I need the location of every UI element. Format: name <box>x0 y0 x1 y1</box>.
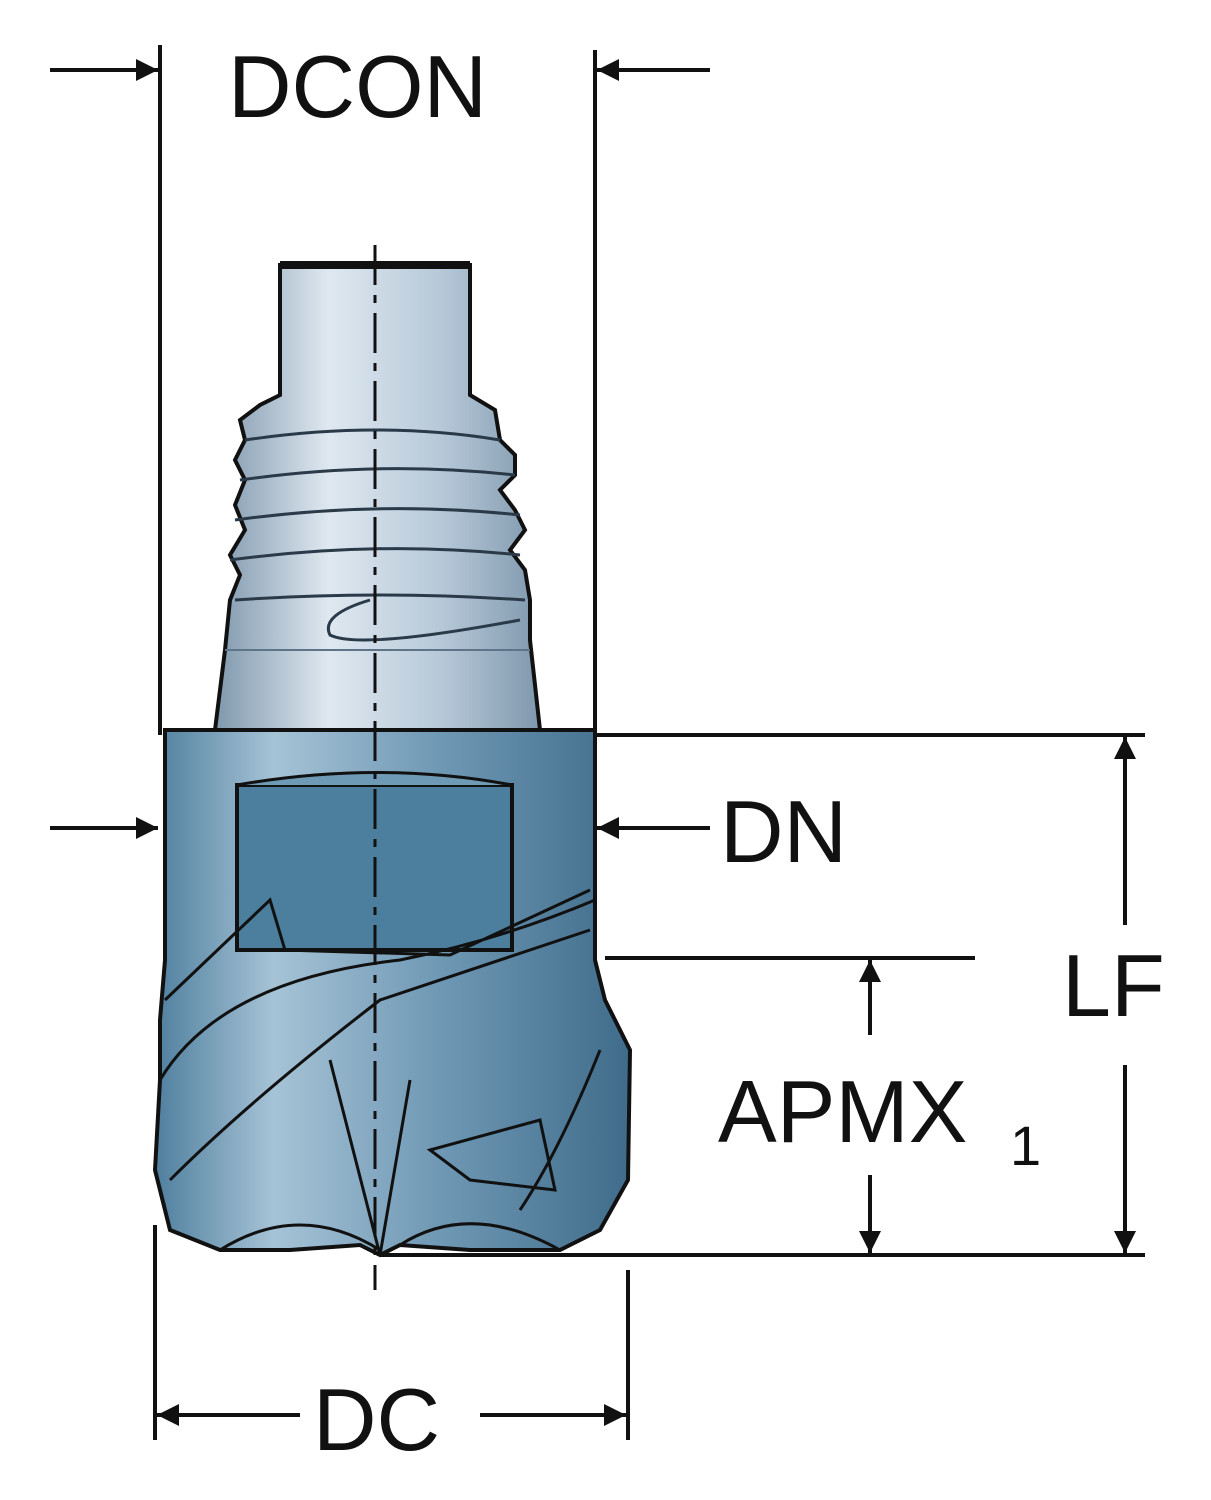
label-dn: DN <box>720 782 847 881</box>
label-lf: LF <box>1062 936 1165 1035</box>
label-dcon: DCON <box>228 37 487 136</box>
label-apmx-subscript: 1 <box>1010 1114 1041 1177</box>
label-apmx: APMX <box>718 1062 967 1161</box>
tool-head <box>152 728 633 1258</box>
extension-lines <box>153 45 1145 1440</box>
tool-shank <box>212 261 543 732</box>
label-dc: DC <box>313 1370 440 1469</box>
